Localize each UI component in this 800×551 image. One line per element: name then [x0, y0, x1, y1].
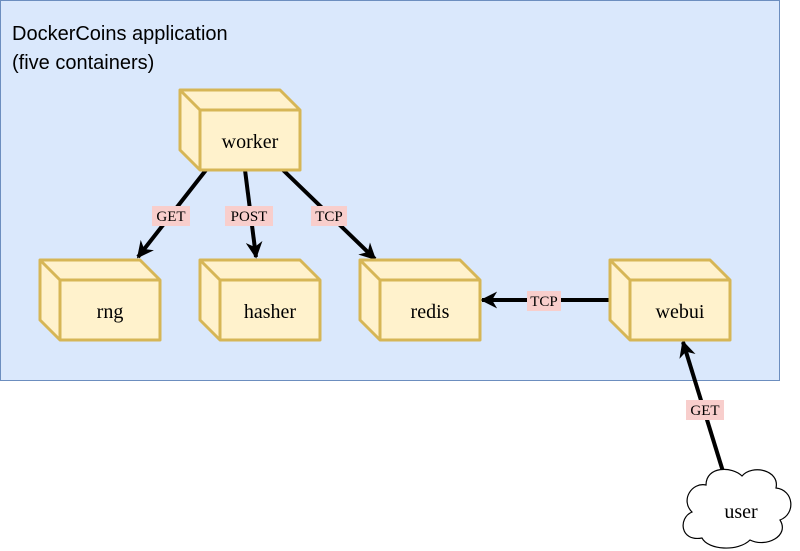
- edge-label-bg: [152, 206, 190, 226]
- webui-label: webui: [656, 301, 705, 323]
- edge-label-bg: [225, 206, 273, 226]
- edge-label-post: POST: [231, 209, 268, 225]
- boundary-title-line2: (five containers): [12, 52, 154, 74]
- container-redis[interactable]: redis: [358, 258, 482, 342]
- edge-label-get: GET: [156, 209, 185, 225]
- container-rng[interactable]: rng: [38, 258, 162, 342]
- edge-label-worker-redis: TCP: [311, 206, 347, 226]
- edge-label-bg: [311, 206, 347, 226]
- edge-label-worker-hasher: POST: [225, 206, 273, 226]
- boundary-title-line1: DockerCoins application: [12, 23, 228, 45]
- edge-label-webui-redis: TCP: [527, 291, 561, 311]
- user-cloud[interactable]: user: [682, 468, 792, 549]
- edge-label-worker-rng: GET: [152, 206, 190, 226]
- container-webui[interactable]: webui: [608, 258, 732, 342]
- edge-label-tcp: TCP: [315, 209, 343, 225]
- user-label: user: [724, 501, 758, 523]
- cloud-icon: [682, 468, 792, 549]
- edge-label-get: GET: [690, 403, 719, 419]
- edge-label-bg: [527, 291, 561, 311]
- redis-label: redis: [411, 301, 450, 323]
- edge-label-bg: [686, 400, 724, 420]
- rng-label: rng: [97, 301, 124, 323]
- edge-label-user-webui: GET: [686, 400, 724, 420]
- hasher-label: hasher: [244, 301, 297, 323]
- worker-label: worker: [222, 131, 279, 153]
- container-worker[interactable]: worker: [178, 88, 302, 172]
- container-hasher[interactable]: hasher: [198, 258, 322, 342]
- edge-label-tcp: TCP: [530, 294, 558, 310]
